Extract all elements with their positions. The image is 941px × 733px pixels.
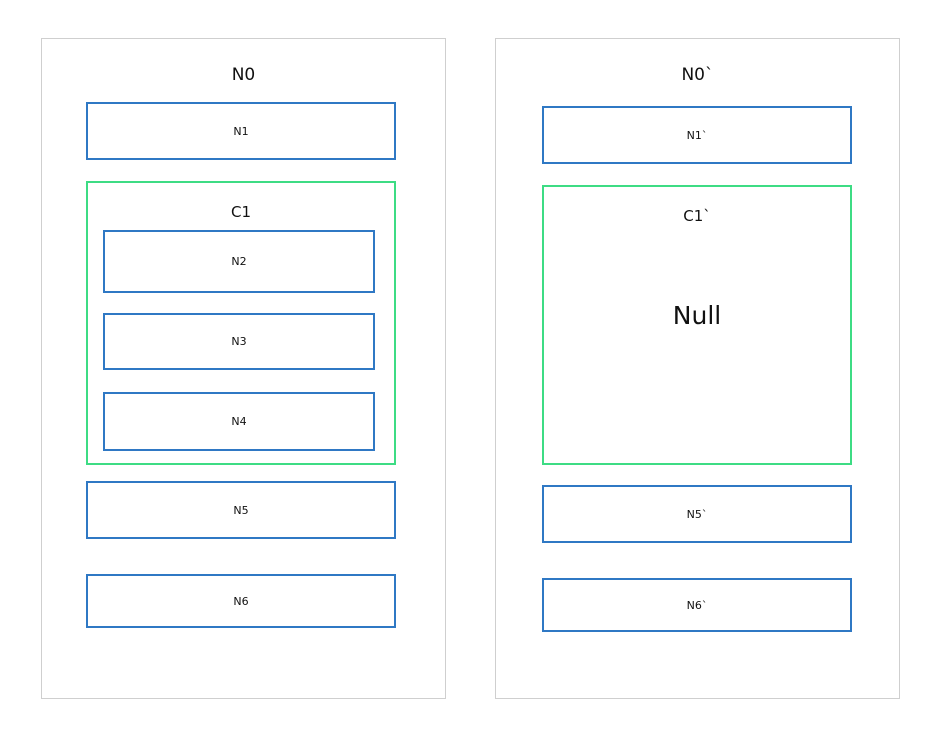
right-node-n6: N6` bbox=[542, 578, 852, 632]
left-node-n6: N6 bbox=[86, 574, 396, 628]
left-node-n5: N5 bbox=[86, 481, 396, 539]
left-node-n3: N3 bbox=[103, 313, 375, 370]
right-tree-panel: N0` N1` C1` Null N5` N6` bbox=[495, 38, 900, 699]
right-container-c1: C1` Null bbox=[542, 185, 852, 465]
left-node-n4: N4 bbox=[103, 392, 375, 451]
right-root-label: N0` bbox=[681, 65, 714, 85]
left-node-n1: N1 bbox=[86, 102, 396, 160]
left-node-n2: N2 bbox=[103, 230, 375, 293]
right-node-n1: N1` bbox=[542, 106, 852, 164]
left-tree-panel: N0 N1 C1 N2 N3 N4 N5 N6 bbox=[41, 38, 446, 699]
right-container-null-label: Null bbox=[672, 301, 722, 330]
right-container-c1-label: C1` bbox=[683, 207, 711, 225]
left-container-c1-label: C1 bbox=[230, 203, 252, 221]
left-container-c1: C1 N2 N3 N4 bbox=[86, 181, 396, 465]
left-root-label: N0 bbox=[231, 65, 256, 85]
right-node-n5: N5` bbox=[542, 485, 852, 543]
